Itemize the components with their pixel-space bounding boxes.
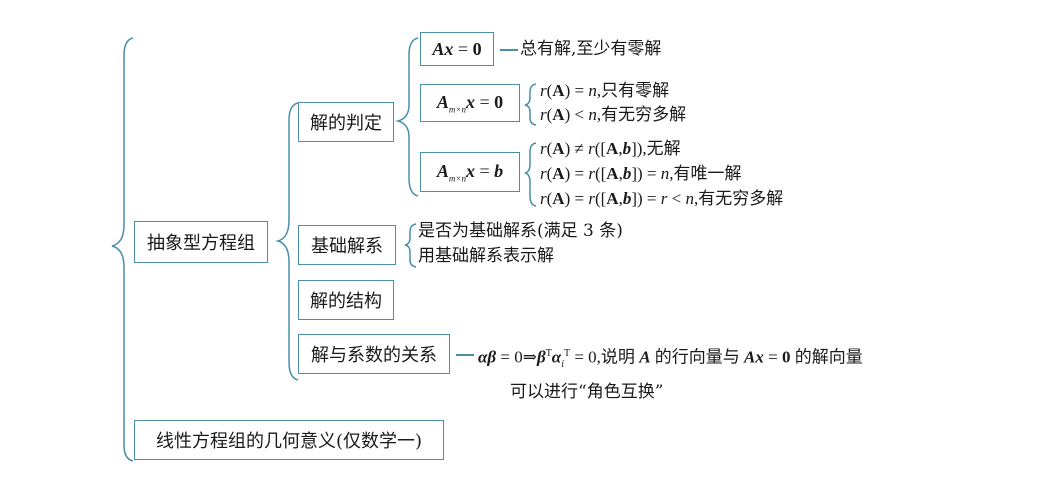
judgement-node: 解的判定 <box>298 102 394 142</box>
relation-node-label: 解与系数的关系 <box>311 345 437 366</box>
judgement-node-label: 解的判定 <box>310 113 382 134</box>
nonhomogeneous-case-infinite: r(A) = r([A,b]) = r < n,有无穷多解 <box>540 189 784 208</box>
geometry-node: 线性方程组的几何意义(仅数学一) <box>134 420 444 460</box>
connector-dash <box>500 49 518 51</box>
homogeneous-result: 总有解,至少有零解 <box>520 39 662 59</box>
nonhomogeneous-case-unique: r(A) = r([A,b]) = n,有唯一解 <box>540 164 742 183</box>
root-node: 抽象型方程组 <box>134 221 268 263</box>
equation-ax0: Ax = 0 <box>432 38 482 59</box>
relation-node: 解与系数的关系 <box>298 334 450 374</box>
geometry-node-label: 线性方程组的几何意义(仅数学一) <box>155 431 423 452</box>
homogeneous-case-full-rank: r(A) = n,只有零解 <box>540 81 670 100</box>
homogeneous-case-deficient: r(A) < n,有无穷多解 <box>540 105 687 124</box>
basis-item-express: 用基础解系表示解 <box>418 246 554 266</box>
equation-amn-xb-box: Am×nx = b <box>420 152 520 192</box>
relation-statement: αβ = 0⇒βTαiT = 0,说明 A 的行向量与 Ax = 0 的解向量 <box>478 347 863 371</box>
equation-amn-x0: Am×nx = 0 <box>436 91 504 115</box>
basis-item-check: 是否为基础解系(满足 3 条) <box>418 221 623 241</box>
equation-amn-xb: Am×nx = b <box>436 160 504 184</box>
relation-statement-continued: 可以进行“角色互换” <box>510 382 664 402</box>
equation-ax0-box: Ax = 0 <box>420 32 494 66</box>
structure-node: 解的结构 <box>298 280 394 320</box>
root-node-label: 抽象型方程组 <box>147 233 255 254</box>
connector-dash <box>456 354 474 356</box>
equation-amn-x0-box: Am×nx = 0 <box>420 84 520 122</box>
basis-node: 基础解系 <box>298 225 396 265</box>
basis-node-label: 基础解系 <box>311 236 383 257</box>
structure-node-label: 解的结构 <box>310 291 382 312</box>
nonhomogeneous-case-no-solution: r(A) ≠ r([A,b]),无解 <box>540 139 681 158</box>
